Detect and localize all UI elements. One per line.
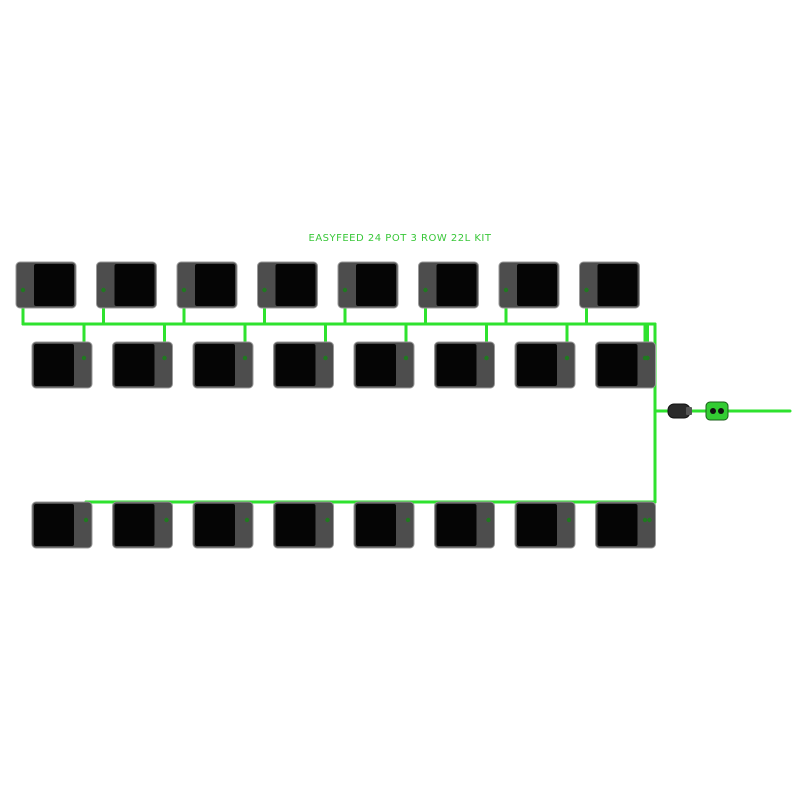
feed-valve-icon	[244, 517, 250, 523]
diagram-title: EASYFEED 24 POT 3 ROW 22L KIT	[308, 233, 492, 244]
pot-grid	[15, 261, 656, 549]
feed-valve-icon	[566, 517, 572, 523]
pot-icon	[514, 501, 576, 549]
feed-valve-icon	[423, 287, 428, 293]
pot-icon	[31, 501, 93, 549]
feed-valve-icon	[325, 517, 330, 523]
fittings	[20, 287, 729, 523]
tap-connector-icon	[705, 401, 729, 421]
pot-icon	[353, 341, 415, 389]
pot-icon	[273, 341, 334, 389]
pot-icon	[595, 341, 656, 389]
pot-icon	[595, 501, 656, 549]
pot-icon	[579, 261, 640, 309]
pot-icon	[31, 341, 93, 389]
inline-filter-icon	[667, 403, 692, 419]
pot-icon	[257, 261, 318, 309]
pot-icon	[192, 341, 254, 389]
pot-icon	[176, 261, 238, 309]
pot-icon	[434, 341, 495, 389]
feed-valve-icon	[647, 517, 652, 523]
feed-valve-icon	[323, 355, 328, 361]
feed-valve-icon	[403, 355, 409, 361]
feed-valve-icon	[242, 355, 248, 361]
feed-valve-icon	[181, 287, 187, 293]
pot-icon	[514, 341, 576, 389]
pot-icon	[434, 501, 495, 549]
feed-valve-icon	[564, 355, 570, 361]
feed-valve-icon	[81, 355, 87, 361]
feed-valve-icon	[164, 517, 169, 523]
feed-valve-icon	[584, 287, 589, 293]
pot-icon	[112, 501, 173, 549]
pot-icon	[96, 261, 157, 309]
feed-valve-icon	[484, 355, 489, 361]
pot-icon	[353, 501, 415, 549]
pot-icon	[418, 261, 479, 309]
pot-icon	[15, 261, 77, 309]
pot-icon	[337, 261, 399, 309]
feed-valve-icon	[486, 517, 491, 523]
feed-valve-icon	[405, 517, 411, 523]
pot-icon	[273, 501, 334, 549]
feed-valve-icon	[262, 287, 267, 293]
feed-valve-icon	[642, 517, 648, 523]
feed-valve-icon	[101, 287, 106, 293]
feed-valve-icon	[642, 355, 648, 361]
feed-valve-icon	[162, 355, 167, 361]
pot-icon	[498, 261, 560, 309]
feed-valve-icon	[83, 517, 89, 523]
pot-icon	[192, 501, 254, 549]
pot-icon	[112, 341, 173, 389]
feed-valve-icon	[20, 287, 26, 293]
feed-valve-icon	[503, 287, 509, 293]
feed-valve-icon	[342, 287, 348, 293]
